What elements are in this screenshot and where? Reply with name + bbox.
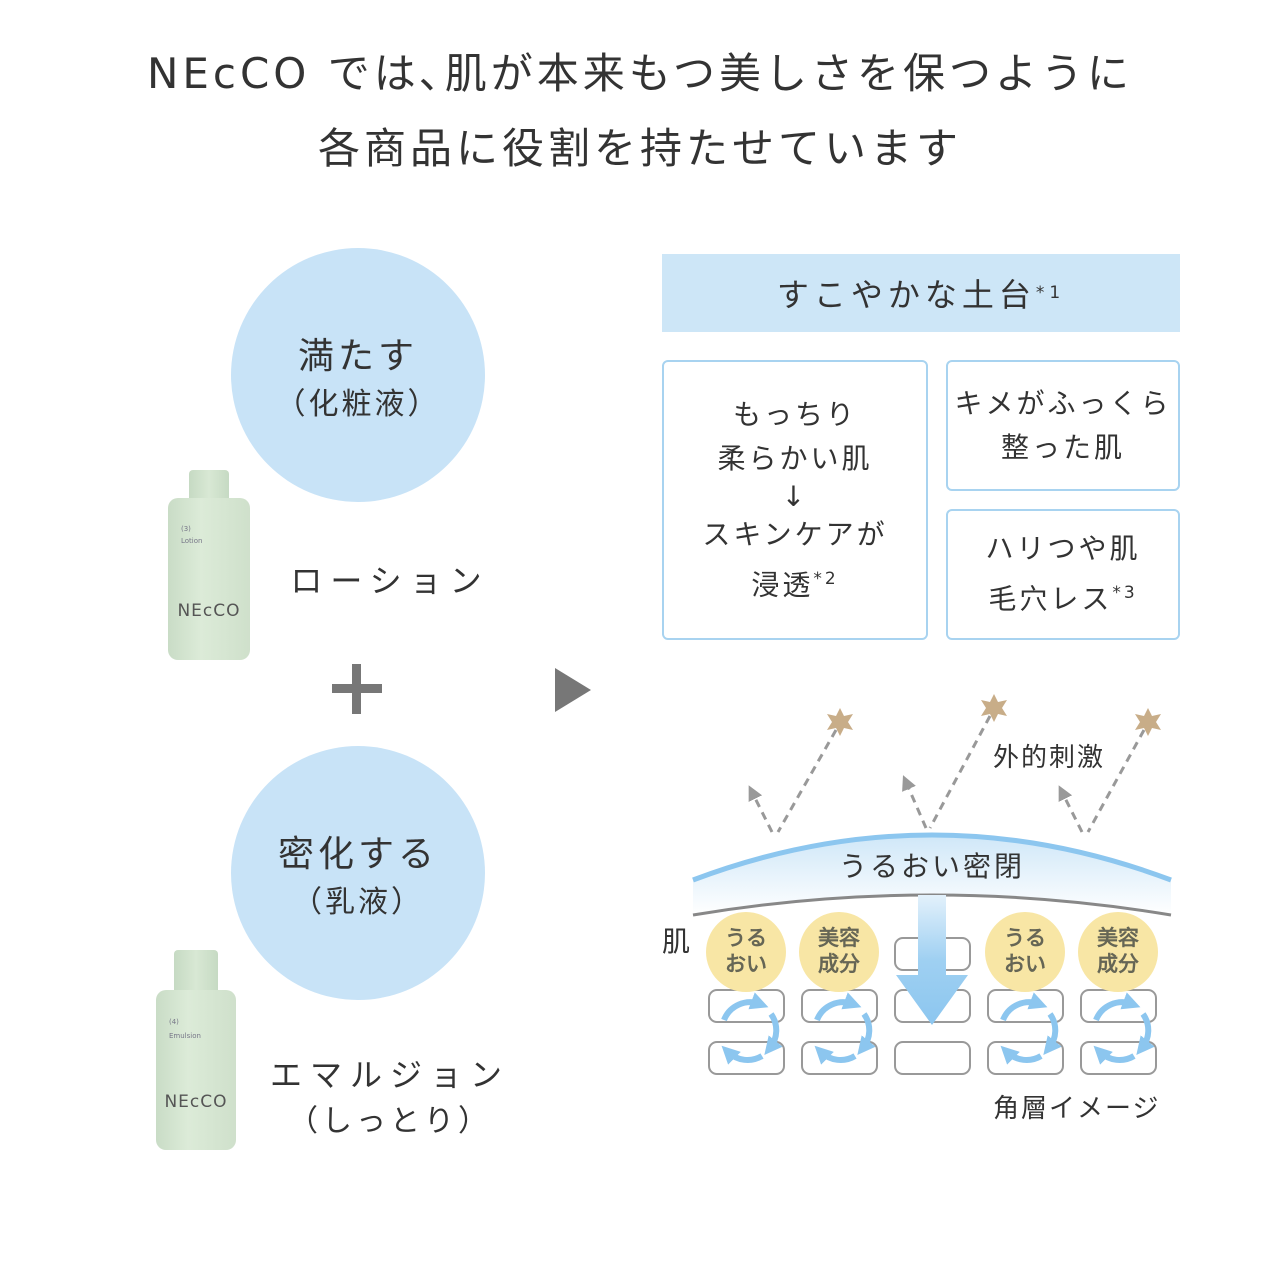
lotion-bottle: (3) Lotion NEcCO [168, 470, 250, 660]
benefit-text: ハリつや肌 [985, 532, 1141, 566]
emulsion-bottle: (4) Emulsion NEcCO [156, 950, 236, 1150]
benefit-text: もっちり [732, 397, 857, 431]
moisture-seal-layer [693, 835, 1171, 915]
benefit-box-soft-skin: もっちり 柔らかい肌 ↓ スキンケアが 浸透*2 [662, 360, 928, 640]
corneum-label: 角層イメージ [993, 1094, 1161, 1124]
benefit-box-firmness: ハリつや肌 毛穴レス*3 [946, 509, 1180, 640]
bubble-moisture: うるおい [725, 926, 767, 976]
external-stimulus-arrows [748, 694, 1161, 833]
ingredient-bubbles [706, 912, 1158, 992]
result-header: すこやかな土台*1 [662, 254, 1180, 332]
product-name-emulsion: エマルジョン [270, 1056, 511, 1094]
bottle-number: (4) [169, 1018, 179, 1026]
benefit-box-texture: キメがふっくら 整った肌 [946, 360, 1180, 491]
heading-line1: NEcCO では､肌が本来もつ美しさを保つように [146, 49, 1134, 98]
seal-label: うるおい密閉 [838, 850, 1025, 883]
benefit-text: キメがふっくら [954, 386, 1172, 420]
footnote-mark: *2 [813, 568, 839, 589]
bubble-beauty-ingredient: 美容成分 [818, 926, 860, 976]
down-arrow-icon: ↓ [781, 479, 809, 513]
result-header-text: すこやかな土台 [776, 276, 1036, 314]
bottle-type: Emulsion [169, 1032, 201, 1040]
bottle-number: (3) [181, 525, 191, 533]
skin-label: 肌 [662, 925, 691, 958]
role-label: 満たす [297, 336, 418, 377]
bottle-logo: NEcCO [164, 1092, 228, 1112]
plus-icon [332, 664, 382, 714]
role-circle-lotion: 満たす （化粧液） [231, 248, 485, 502]
role-sub: （乳液） [292, 885, 424, 920]
benefit-text: 柔らかい肌 [717, 441, 873, 475]
benefit-text: 浸透 [751, 568, 814, 602]
product-name-lotion: ローション [290, 562, 490, 600]
penetration-arrow-icon [896, 895, 968, 1025]
footnote-mark: *1 [1035, 283, 1066, 303]
benefit-text: スキンケアが [702, 517, 888, 551]
heading-line2: 各商品に役割を持たせています [317, 124, 962, 173]
stimulus-star-icon [827, 694, 1161, 736]
product-sub-emulsion: （しっとり） [288, 1104, 492, 1139]
role-label: 密化する [277, 834, 438, 875]
circulation-arrow-icons [721, 992, 1155, 1065]
bubble-moisture: うるおい [1004, 926, 1046, 976]
footnote-mark: *3 [1112, 583, 1138, 604]
play-arrow-icon [555, 668, 591, 712]
bubble-beauty-ingredient: 美容成分 [1097, 926, 1139, 976]
bottle-type: Lotion [181, 537, 203, 545]
role-sub: （化粧液） [275, 387, 441, 422]
benefit-text: 整った肌 [1000, 430, 1125, 464]
external-stimulus-label: 外的刺激 [993, 743, 1106, 773]
benefit-text: 毛穴レス [988, 582, 1113, 616]
role-circle-emulsion: 密化する （乳液） [231, 746, 485, 1000]
bottle-logo: NEcCO [177, 601, 241, 621]
